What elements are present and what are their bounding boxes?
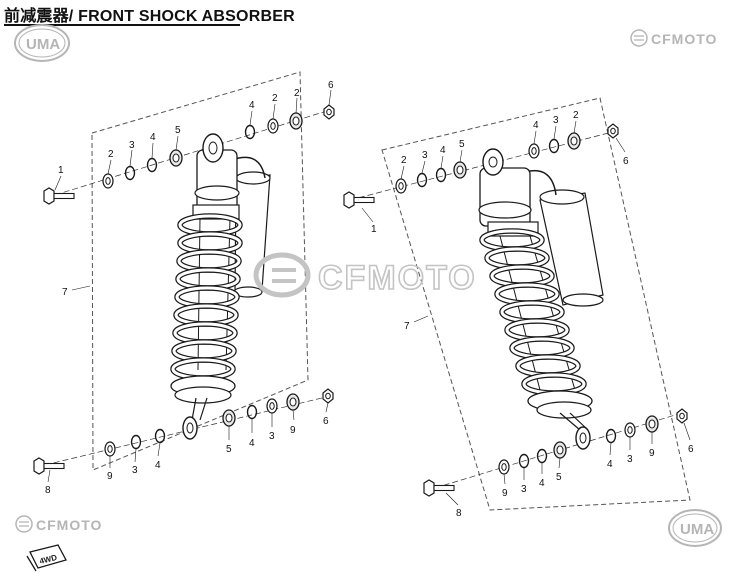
right-washer-top-2 xyxy=(528,143,540,159)
callout-right-4d: 4 xyxy=(539,478,545,489)
callout-right-8: 8 xyxy=(456,508,462,519)
title-underline xyxy=(4,24,240,26)
callout-right-2a: 2 xyxy=(401,155,407,166)
right-oring-top xyxy=(416,172,428,188)
right-reservoir xyxy=(524,170,604,307)
right-washer-bottom xyxy=(498,459,510,475)
callout-left-4c: 4 xyxy=(249,438,255,449)
left-shock-assembly: 1 2 3 4 5 4 2 2 6 7 8 9 3 4 5 4 3 9 6 xyxy=(33,71,335,496)
uma-logo-text-bottom: UMA xyxy=(680,521,714,538)
callout-right-3a: 3 xyxy=(422,150,428,161)
callout-left-5b: 5 xyxy=(226,444,232,455)
callout-left-2a: 2 xyxy=(108,149,114,160)
right-shock-assembly: 1 2 3 4 5 4 3 2 6 7 8 9 3 4 5 4 3 9 6 xyxy=(343,97,694,519)
callout-left-6b: 6 xyxy=(323,416,329,427)
cfmoto-logo-text-bottom: CFMOTO xyxy=(36,517,102,533)
left-washer-bottom-2 xyxy=(266,398,278,414)
callout-left-7: 7 xyxy=(62,287,68,298)
right-ring-bottom-2 xyxy=(605,428,617,444)
uma-logo-text: UMA xyxy=(26,36,60,53)
right-bottom-eye xyxy=(559,412,591,450)
left-ring-bottom-2 xyxy=(246,404,258,420)
left-bushing-top-2 xyxy=(289,112,303,130)
callout-right-4a: 4 xyxy=(440,145,446,156)
right-nut-top xyxy=(607,123,619,139)
left-ring-top-2 xyxy=(244,124,256,140)
callout-right-6a: 6 xyxy=(623,156,629,167)
left-nut-bottom xyxy=(322,388,334,404)
callout-right-1: 1 xyxy=(371,224,377,235)
left-bottom-eye xyxy=(182,397,208,440)
left-washer-top-2 xyxy=(267,118,279,134)
left-washer-top xyxy=(102,173,114,189)
left-bushing-top xyxy=(169,149,183,167)
callout-left-3b-bottom: 3 xyxy=(269,431,275,442)
left-bolt-top xyxy=(43,187,75,205)
callout-right-6b: 6 xyxy=(688,444,694,455)
cfmoto-logo-bottom-left: CFMOTO xyxy=(15,515,102,533)
header: 前减震器/ FRONT SHOCK ABSORBER xyxy=(4,2,295,26)
callout-left-3c: 3 xyxy=(132,465,138,476)
uma-logo-bottom-right: UMA xyxy=(668,509,722,547)
callout-left-1: 1 xyxy=(58,165,64,176)
4wd-badge-text: 4WD xyxy=(39,553,59,566)
left-assembly-outline xyxy=(91,71,309,471)
right-nut-bottom xyxy=(676,408,688,424)
callout-right-2b: 2 xyxy=(573,110,579,121)
right-ring-top-2 xyxy=(548,138,560,154)
callout-right-5a: 5 xyxy=(459,139,465,150)
left-bolt-bottom xyxy=(33,457,65,475)
right-assembly-outline xyxy=(381,97,691,511)
callout-left-3a: 3 xyxy=(129,140,135,151)
right-bushing-bottom-2 xyxy=(645,415,659,433)
left-nut-top xyxy=(323,104,335,120)
watermark-text: CFMOTO xyxy=(318,259,477,297)
right-bushing-top-2 xyxy=(567,132,581,150)
callout-left-9b: 9 xyxy=(107,471,113,482)
uma-logo-top-left: UMA xyxy=(14,24,70,62)
right-bushing-top xyxy=(453,161,467,179)
callout-right-3c: 3 xyxy=(627,454,633,465)
right-washer-top xyxy=(395,178,407,194)
callout-left-6a: 6 xyxy=(328,80,334,91)
right-coil-spring xyxy=(482,231,593,419)
right-bolt-top xyxy=(343,191,375,209)
cfmoto-logo-top-right: CFMOTO xyxy=(630,29,717,47)
callout-right-7: 7 xyxy=(404,321,410,332)
left-oring-bottom xyxy=(130,434,142,450)
callout-left-4b: 4 xyxy=(249,100,255,111)
callout-right-4c: 4 xyxy=(607,459,613,470)
callout-left-3b: 2 xyxy=(272,93,278,104)
callout-right-9b: 9 xyxy=(502,488,508,499)
callout-left-4a: 4 xyxy=(150,132,156,143)
callout-left-8: 8 xyxy=(45,485,51,496)
callout-right-5b: 5 xyxy=(556,472,562,483)
callout-left-9a: 9 xyxy=(290,425,296,436)
callout-left-5a: 5 xyxy=(175,125,181,136)
right-ring-top xyxy=(435,167,447,183)
left-ring-bottom xyxy=(154,428,166,444)
left-washer-bottom xyxy=(104,441,116,457)
left-bushing-bottom xyxy=(222,409,236,427)
cfmoto-watermark: CFMOTO xyxy=(253,252,477,298)
callout-left-4d: 4 xyxy=(155,460,161,471)
left-bushing-bottom-2 xyxy=(286,393,300,411)
left-coil-spring xyxy=(171,216,240,404)
right-bolt-bottom xyxy=(423,479,455,497)
callout-right-3d: 3 xyxy=(521,484,527,495)
callout-right-4b: 4 xyxy=(533,120,539,131)
page-title: 前减震器/ FRONT SHOCK ABSORBER xyxy=(4,8,295,25)
callout-left-2b: 2 xyxy=(294,88,300,99)
right-bushing-bottom xyxy=(553,441,567,459)
right-washer-bottom-2 xyxy=(624,422,636,438)
callout-right-9a: 9 xyxy=(649,448,655,459)
cfmoto-logo-text: CFMOTO xyxy=(651,31,717,47)
4wd-badge: 4WD xyxy=(26,544,67,572)
callout-right-3b: 3 xyxy=(553,115,559,126)
right-ring-bottom xyxy=(536,448,548,464)
